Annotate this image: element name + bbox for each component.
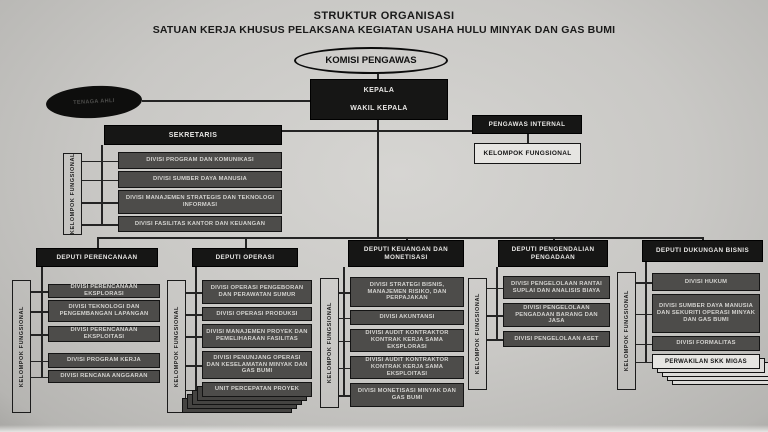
division-box: DIVISI STRATEGI BISNIS, MANAJEMEN RISIKO… [350, 277, 464, 307]
kelompok-fungsional-pengawas: KELOMPOK FUNGSIONAL [474, 143, 581, 164]
kepala-node: KEPALA WAKIL KEPALA [310, 79, 448, 120]
connector-line [245, 237, 247, 248]
connector-line [496, 267, 498, 339]
division-box: DIVISI FORMALITAS [652, 336, 760, 351]
kelompok-fungsional-vertical: KELOMPOK FUNGSIONAL [167, 280, 186, 413]
connector-line [82, 179, 118, 181]
division-box: DIVISI SUMBER DAYA MANUSIA [118, 171, 282, 188]
deputy-header: DEPUTI PENGENDALIAN PENGADAAN [498, 240, 608, 267]
division-box: DIVISI SUMBER DAYA MANUSIA DAN SEKURITI … [652, 294, 760, 333]
connector-line [186, 336, 202, 338]
kelompok-fungsional-vertical: KELOMPOK FUNGSIONAL [12, 280, 31, 413]
connector-line [31, 334, 48, 336]
connector-line [636, 343, 652, 345]
connector-line [31, 376, 48, 378]
division-box: DIVISI PERENCANAAN EKSPLORASI [48, 284, 160, 298]
connector-line [97, 237, 99, 248]
connector-line [41, 267, 43, 377]
division-box: DIVISI PROGRAM DAN KOMUNIKASI [118, 152, 282, 169]
komisi-pengawas-node: KOMISI PENGAWAS [294, 47, 448, 74]
division-box: UNIT PERCEPATAN PROYEK [202, 382, 312, 397]
deputy-header: DEPUTI PERENCANAAN [36, 248, 158, 267]
kelompok-fungsional-vertical: KELOMPOK FUNGSIONAL [617, 272, 636, 390]
connector-line [82, 160, 118, 162]
division-box: DIVISI PENGELOLAAN PENGADAAN BARANG DAN … [503, 303, 610, 327]
division-box: DIVISI PROGRAM KERJA [48, 353, 160, 368]
deputy-header: DEPUTI OPERASI [192, 248, 298, 267]
connector-line [339, 317, 350, 319]
deputy-header: DEPUTI KEUANGAN DAN MONETISASI [348, 240, 464, 267]
connector-line [377, 120, 379, 237]
connector-line [339, 367, 350, 369]
connector-line [82, 224, 118, 226]
chart-title-line2: SATUAN KERJA KHUSUS PELAKSANA KEGIATAN U… [152, 24, 616, 36]
deputy-header: DEPUTI DUKUNGAN BISNIS [642, 240, 763, 262]
division-box: DIVISI HUKUM [652, 273, 760, 291]
kelompok-fungsional-sekretaris: KELOMPOK FUNGSIONAL [63, 153, 82, 235]
connector-line [527, 134, 529, 143]
connector-line [186, 365, 202, 367]
connector-line [195, 267, 197, 390]
wakil-kepala-label: WAKIL KEPALA [350, 105, 408, 112]
connector-line [339, 395, 350, 397]
connector-line [636, 313, 652, 315]
connector-line [142, 100, 310, 102]
connector-line [31, 360, 48, 362]
division-box: DIVISI AKUNTANSI [350, 310, 464, 325]
connector-line [186, 314, 202, 316]
kelompok-fungsional-vertical: KELOMPOK FUNGSIONAL [468, 278, 487, 390]
connector-line [636, 282, 652, 284]
connector-line [186, 292, 202, 294]
connector-line [487, 315, 503, 317]
tenaga-ahli-node: TENAGA AHLI [45, 83, 143, 121]
pengawas-internal-node: PENGAWAS INTERNAL [472, 115, 582, 134]
connector-line [101, 145, 103, 225]
division-box: DIVISI AUDIT KONTRAKTOR KONTRAK KERJA SA… [350, 356, 464, 379]
connector-line [636, 361, 652, 363]
connector-line [406, 237, 408, 241]
division-box: DIVISI MONETISASI MINYAK DAN GAS BUMI [350, 383, 464, 407]
kelompok-fungsional-vertical: KELOMPOK FUNGSIONAL [320, 278, 339, 408]
division-box: DIVISI MANAJEMEN STRATEGIS DAN TEKNOLOGI… [118, 190, 282, 214]
division-box: PERWAKILAN SKK MIGAS [652, 354, 760, 369]
connector-line [31, 291, 48, 293]
division-box: DIVISI PENUNJANG OPERASI DAN KESELAMATAN… [202, 351, 312, 379]
division-box: DIVISI FASILITAS KANTOR DAN KEUANGAN [118, 216, 282, 232]
connector-line [645, 262, 647, 362]
division-box: DIVISI PENGELOLAAN ASET [503, 331, 610, 347]
connector-line [553, 237, 555, 241]
kepala-label: KEPALA [363, 87, 395, 94]
connector-line [377, 74, 379, 79]
connector-line [82, 202, 118, 204]
connector-line [97, 237, 703, 239]
connector-line [339, 292, 350, 294]
division-box: DIVISI AUDIT KONTRAKTOR KONTRAK KERJA SA… [350, 329, 464, 352]
division-box: DIVISI OPERASI PRODUKSI [202, 307, 312, 321]
division-box: DIVISI TEKNOLOGI DAN PENGEMBANGAN LAPANG… [48, 300, 160, 322]
sekretaris-node: SEKRETARIS [104, 125, 282, 145]
connector-line [282, 130, 472, 132]
connector-line [339, 340, 350, 342]
division-box: DIVISI PERENCANAAN EKSPLOITASI [48, 326, 160, 342]
connector-line [487, 339, 503, 341]
chart-title-line1: STRUKTUR ORGANISASI [313, 10, 455, 22]
connector-line [702, 237, 704, 241]
division-box: DIVISI PENGELOLAAN RANTAI SUPLAI DAN ANA… [503, 276, 610, 299]
connector-line [31, 311, 48, 313]
division-box: DIVISI RENCANA ANGGARAN [48, 370, 160, 383]
division-box: DIVISI OPERASI PENGEBORAN DAN PERAWATAN … [202, 280, 312, 304]
connector-line [487, 287, 503, 289]
division-box: DIVISI MANAJEMEN PROYEK DAN PEMELIHARAAN… [202, 324, 312, 348]
connector-line [343, 267, 345, 395]
